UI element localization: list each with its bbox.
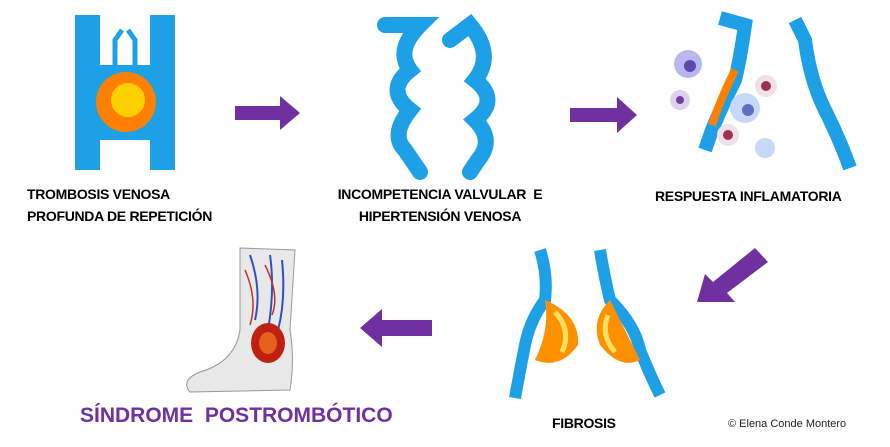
stage-4-label: FIBROSIS [552,415,616,431]
arrow-left-icon [360,309,432,347]
label-line: TROMBOSIS VENOSA [27,186,170,202]
label-line: INCOMPETENCIA VALVULAR E [337,186,543,202]
arrow-right-icon [570,97,637,133]
label-line: HIPERTENSIÓN VENOSA [358,208,522,224]
stage-5-title: SÍNDROME POSTROMBÓTICO [80,404,393,427]
incompetent-veins-illustration [377,14,496,180]
label-line: PROFUNDA DE REPETICIÓN [27,208,213,224]
leg-ulcer-illustration [186,247,296,393]
arrow-right-icon [235,96,300,130]
fibrosis-illustration [509,248,666,400]
thrombosis-vein-illustration [75,15,175,170]
arrow-down-left-icon [697,248,768,302]
copyright: © Elena Conde Montero [728,418,847,430]
inflammation-illustration [670,11,857,171]
stage-3-label: RESPUESTA INFLAMATORIA [655,188,842,204]
stage-2-label: INCOMPETENCIA VALVULAR E HIPERTENSIÓN VE… [315,183,565,227]
stage-1-label: TROMBOSIS VENOSA PROFUNDA DE REPETICIÓN [27,183,212,227]
